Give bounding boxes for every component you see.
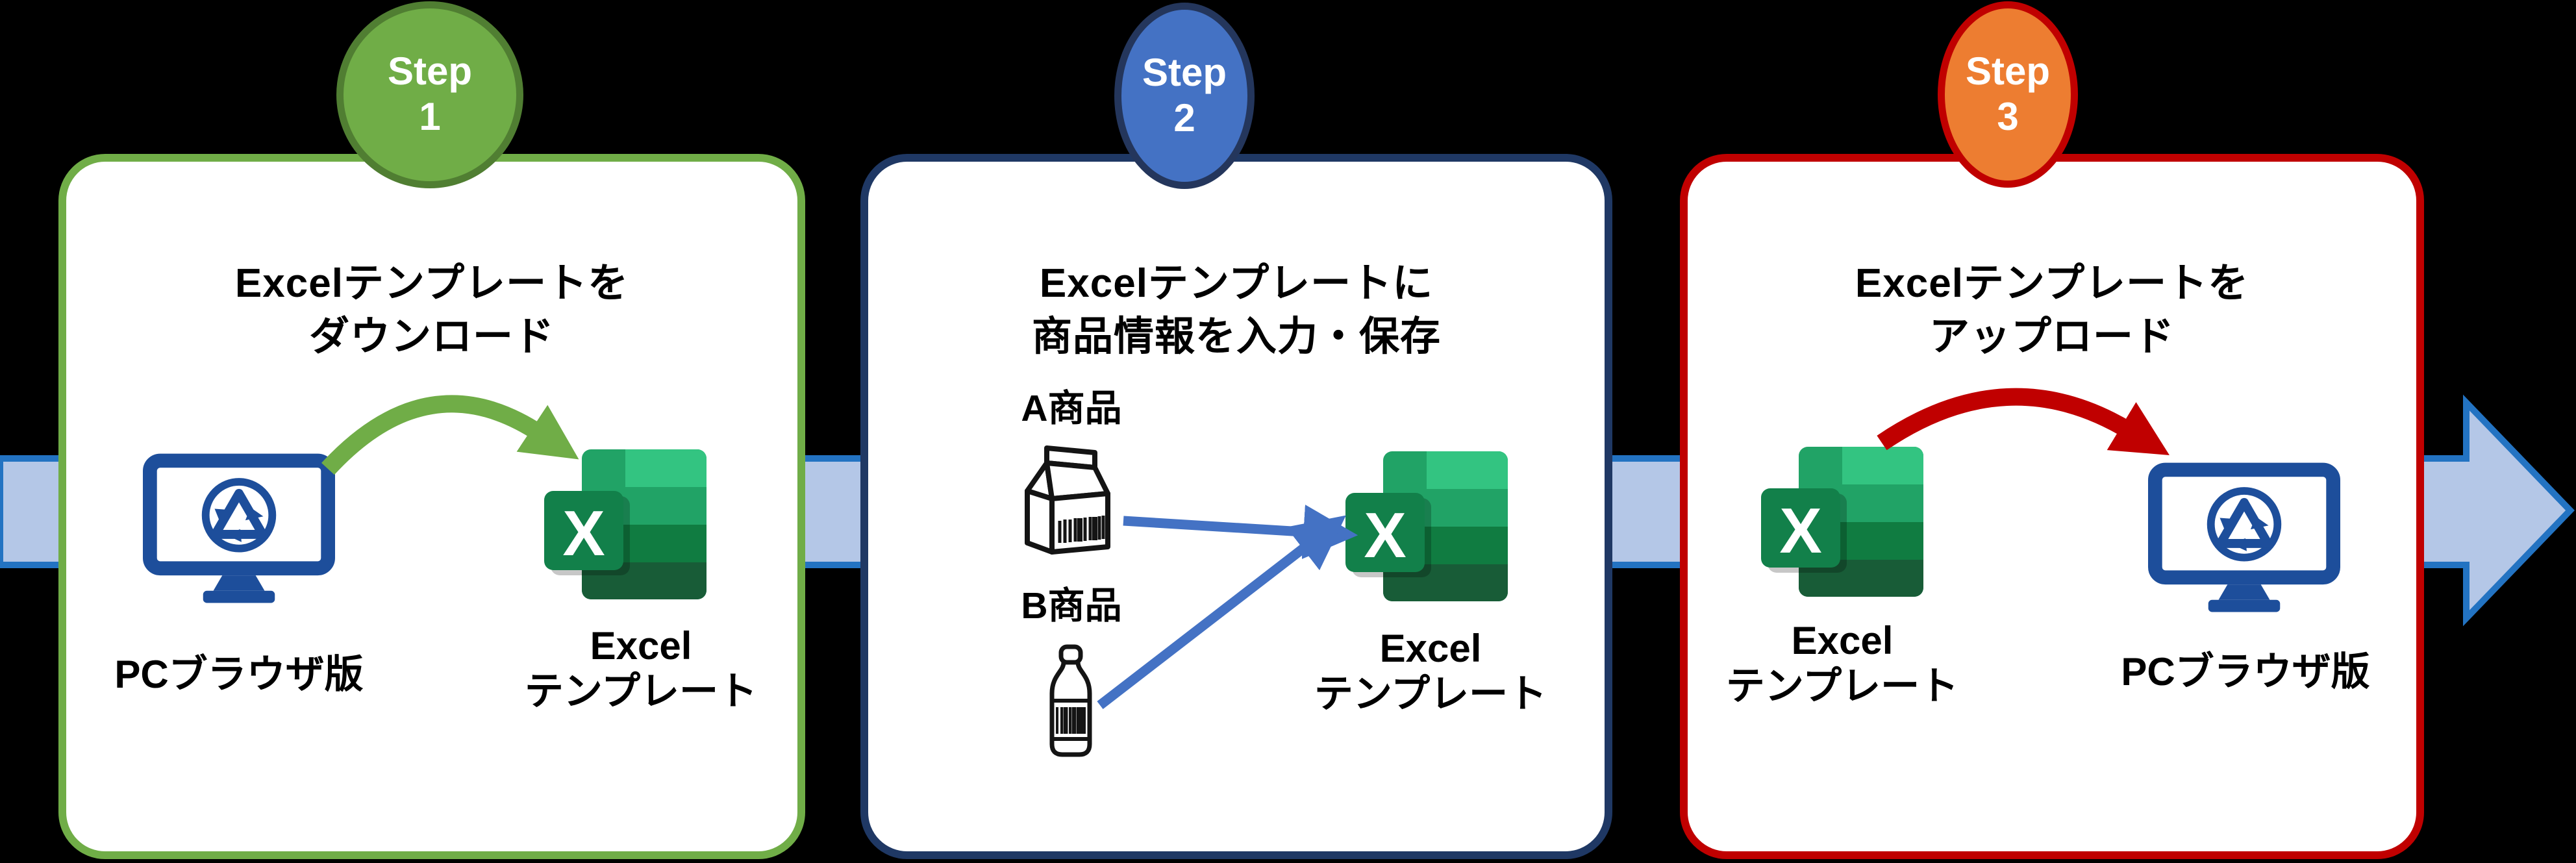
excel-x-letter: X xyxy=(562,497,605,569)
step-3-title-line1: Excelテンプレートを xyxy=(1855,261,2249,306)
product-a-label: A商品 xyxy=(1021,388,1122,429)
excel-template-icon: X xyxy=(1761,447,1923,597)
step-1-source-label: PCブラウザ版 xyxy=(114,653,364,696)
step-1-title-line2: ダウンロード xyxy=(308,314,555,359)
excel-template-icon: X xyxy=(1345,451,1508,601)
step-2-title-line1: Excelテンプレートに xyxy=(1039,261,1434,306)
step-1-title-line1: Excelテンプレートを xyxy=(234,261,629,306)
step-1-title: Excelテンプレートを ダウンロード xyxy=(58,257,805,364)
step-3-title: Excelテンプレートを アップロード xyxy=(1680,257,2424,364)
pc-browser-monitor-icon xyxy=(2148,462,2340,612)
step-1-target-label: Excel テンプレート xyxy=(482,623,800,714)
step-3-badge-word: Step xyxy=(1965,49,2051,93)
step-3-target-label: PCブラウザ版 xyxy=(2121,650,2370,694)
step-3-source-label-line1: Excel xyxy=(1791,619,1894,662)
step-2-target-label: Excel テンプレート xyxy=(1271,626,1590,717)
bottle-icon xyxy=(1049,644,1092,757)
excel-x-letter: X xyxy=(1779,495,1821,566)
product-b-label: B商品 xyxy=(1021,585,1122,627)
excel-x-letter: X xyxy=(1364,499,1406,571)
step-2-target-label-line2: テンプレート xyxy=(1314,672,1547,716)
step-3-badge-number: 3 xyxy=(1997,94,2019,138)
step-1-target-label-line1: Excel xyxy=(590,624,692,668)
step-3-badge: Step 3 xyxy=(1938,1,2078,188)
step-2-badge: Step 2 xyxy=(1114,3,1255,189)
step-1-target-label-line2: テンプレート xyxy=(524,669,758,713)
pc-browser-monitor-icon xyxy=(143,453,335,603)
step-1-badge-word: Step xyxy=(387,49,473,93)
step-2-badge-word: Step xyxy=(1142,50,1227,94)
step-3-source-label-line2: テンプレート xyxy=(1725,664,1959,708)
milk-carton-icon xyxy=(1025,445,1110,555)
step-3-source-label: Excel テンプレート xyxy=(1683,618,2001,709)
step-2-title-line2: 商品情報を入力・保存 xyxy=(1031,314,1441,359)
step-3-title-line2: アップロード xyxy=(1929,314,2175,359)
step-2-title: Excelテンプレートに 商品情報を入力・保存 xyxy=(860,257,1612,364)
step-2-target-label-line1: Excel xyxy=(1379,627,1482,670)
excel-template-icon: X xyxy=(544,449,707,599)
step-2-badge-number: 2 xyxy=(1173,95,1195,140)
step-1-badge-number: 1 xyxy=(419,95,441,138)
step-1-badge: Step 1 xyxy=(336,1,523,188)
